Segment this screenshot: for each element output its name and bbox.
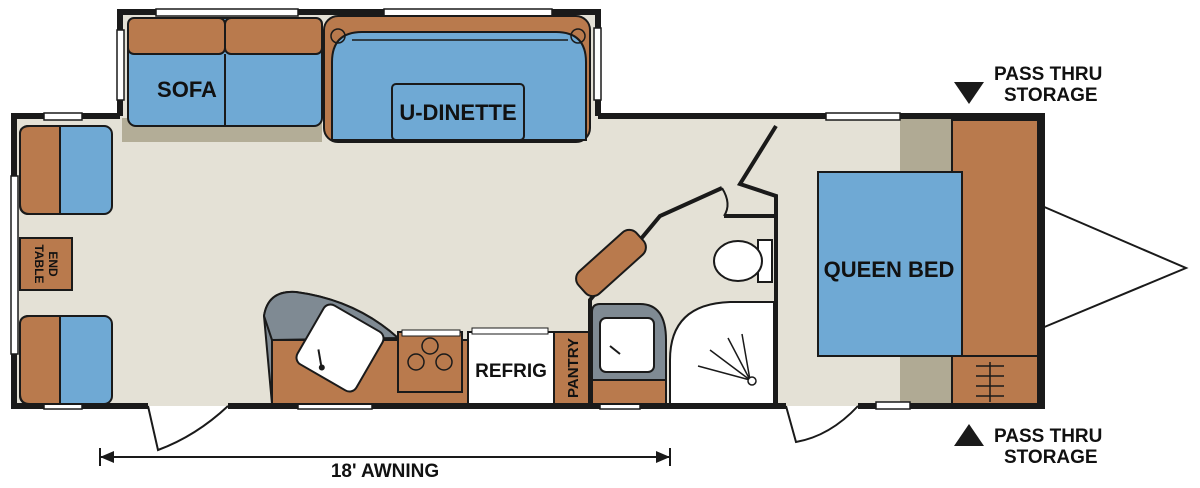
slideout-side-window-right bbox=[593, 27, 602, 101]
entry-door bbox=[147, 405, 229, 452]
slideout-window-right bbox=[383, 8, 553, 17]
pass-thru-arrow-down-icon bbox=[954, 82, 984, 104]
cooktop bbox=[397, 329, 463, 393]
recliner-bottom bbox=[19, 315, 113, 405]
queen-bed bbox=[817, 171, 963, 357]
awning-arrow-left-icon bbox=[100, 451, 114, 463]
slideout-window-left bbox=[155, 8, 299, 17]
pass-thru-arrow-up-icon bbox=[954, 424, 984, 446]
windows bbox=[10, 112, 911, 410]
refrigerator-vent bbox=[471, 327, 549, 335]
tv-cabinet bbox=[575, 228, 647, 298]
shower bbox=[669, 301, 775, 405]
u-dinette-label: U-DINETTE bbox=[399, 100, 516, 125]
end-table bbox=[19, 237, 73, 291]
pass-thru-top-label-2: STORAGE bbox=[1004, 85, 1098, 106]
bathroom-door bbox=[721, 187, 729, 217]
toilet bbox=[713, 239, 773, 283]
pantry-label: PANTRY bbox=[565, 338, 582, 398]
kitchen-sink bbox=[295, 303, 385, 393]
bathroom-vanity bbox=[591, 303, 667, 405]
slideout-side-window-left bbox=[116, 29, 125, 101]
hitch-tongue bbox=[1041, 205, 1189, 329]
queen-bed-label: QUEEN BED bbox=[824, 257, 955, 282]
end-table-label-2: TABLE bbox=[32, 244, 46, 283]
refrigerator-label: REFRIG bbox=[475, 361, 547, 382]
awning-arrow-right-icon bbox=[656, 451, 670, 463]
u-dinette bbox=[323, 15, 591, 143]
end-table-label-1: END bbox=[46, 251, 60, 277]
pass-thru-top-label-1: PASS THRU bbox=[994, 64, 1102, 85]
refrigerator bbox=[467, 331, 555, 405]
pass-thru-bottom-label-1: PASS THRU bbox=[994, 426, 1102, 447]
pantry bbox=[553, 331, 591, 405]
front-wardrobe bbox=[951, 119, 1039, 405]
sofa bbox=[127, 17, 323, 127]
sofa-label: SOFA bbox=[157, 77, 217, 102]
awning-label: 18' AWNING bbox=[331, 461, 439, 482]
bedroom-door bbox=[785, 405, 859, 444]
pass-thru-bottom-label-2: STORAGE bbox=[1004, 447, 1098, 468]
recliner-top bbox=[19, 125, 113, 215]
